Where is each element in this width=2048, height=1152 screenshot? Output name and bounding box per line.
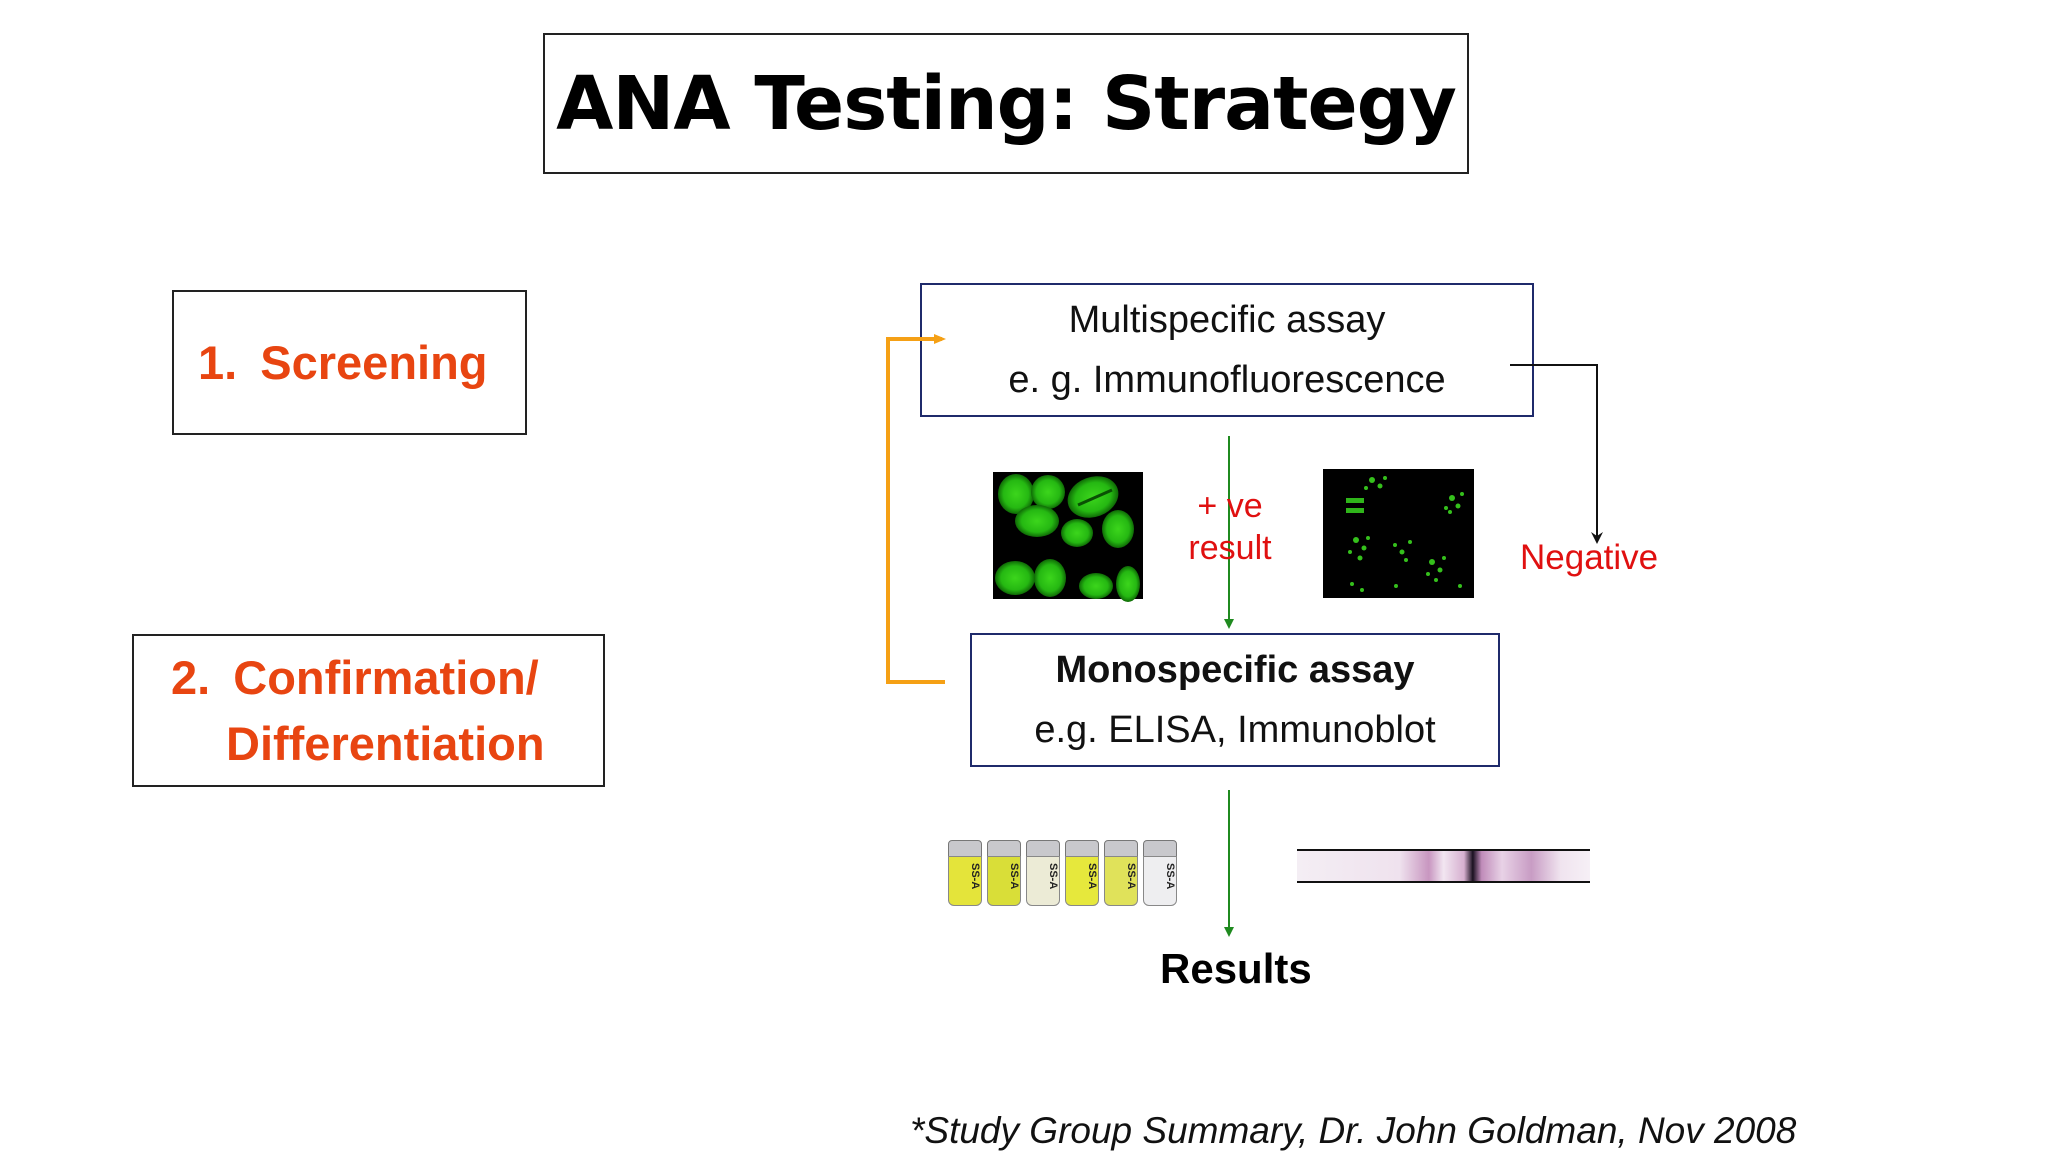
multispecific-title: Multispecific assay — [1068, 299, 1386, 341]
monospecific-assay-box: Monospecific assay e.g. ELISA, Immunoblo… — [970, 633, 1500, 767]
vial-label: SS-A — [1047, 863, 1059, 890]
negative-arrow — [1510, 364, 1603, 544]
vial: SS-A — [985, 840, 1021, 906]
multispecific-assay-box: Multispecific assay e. g. Immunofluoresc… — [920, 283, 1534, 417]
screening-text: Screening — [260, 335, 488, 389]
speckled-fluorescence-image — [1323, 469, 1474, 598]
vial-label: SS-A — [1164, 863, 1176, 890]
vial-label: SS-A — [969, 863, 981, 890]
vial: SS-A — [946, 840, 982, 906]
vial: SS-A — [1024, 840, 1060, 906]
screening-label: 1. Screening — [198, 330, 525, 396]
confirmation-text-line2: Differentiation — [226, 716, 545, 770]
screening-box: 1. Screening — [172, 290, 527, 435]
confirmation-number: 2. — [171, 650, 211, 704]
confirmation-label: 2. Confirmation/ — [171, 645, 603, 711]
confirmation-box: 2. Confirmation/ Differentiation — [132, 634, 605, 787]
negative-label: Negative — [1520, 538, 1659, 577]
vial-label: SS-A — [1008, 863, 1020, 890]
vial-label: SS-A — [1086, 863, 1098, 890]
homogeneous-fluorescence-image — [993, 472, 1143, 602]
multispecific-example: e. g. Immunofluorescence — [1008, 359, 1446, 401]
title-box: ANA Testing: Strategy — [543, 33, 1469, 174]
confirmation-text-line1: Confirmation/ — [233, 650, 539, 704]
screening-number: 1. — [198, 335, 238, 389]
citation: *Study Group Summary, Dr. John Goldman, … — [910, 1110, 1797, 1151]
monospecific-example: e.g. ELISA, Immunoblot — [1034, 709, 1436, 751]
page-title: ANA Testing: Strategy — [556, 60, 1457, 147]
vial: SS-A — [1141, 840, 1177, 906]
results-label: Results — [1160, 945, 1312, 992]
feedback-arrow — [886, 334, 946, 684]
positive-result-line1: + ve — [1197, 487, 1263, 525]
immunoblot-strip — [1297, 849, 1590, 883]
vial-label: SS-A — [1125, 863, 1137, 890]
monospecific-title: Monospecific assay — [1055, 649, 1415, 691]
elisa-vials: SS-A SS-A SS-A SS-A SS-A SS-A — [946, 840, 1181, 906]
positive-result-label: + ve result — [1170, 485, 1290, 569]
vial: SS-A — [1102, 840, 1138, 906]
vial: SS-A — [1063, 840, 1099, 906]
positive-result-line2: result — [1188, 529, 1272, 567]
